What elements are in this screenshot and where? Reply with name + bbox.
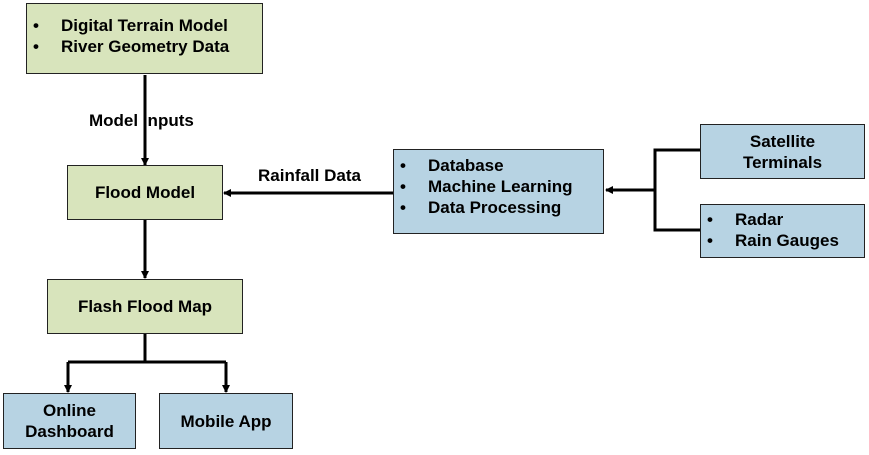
input-item-digital-terrain-model: Digital Terrain Model xyxy=(27,15,262,36)
flash-flood-map-label: Flash Flood Map xyxy=(77,297,213,316)
sensors-box: Radar Rain Gauges xyxy=(700,204,865,258)
online-dashboard-box: Online Dashboard xyxy=(3,393,136,449)
sensor-item-rain-gauges: Rain Gauges xyxy=(701,230,864,251)
flood-model-label: Flood Model xyxy=(94,183,196,202)
flash-flood-map-box: Flash Flood Map xyxy=(47,279,243,334)
processing-item-database: Database xyxy=(394,155,603,176)
model-inputs-box: Digital Terrain Model River Geometry Dat… xyxy=(26,3,263,74)
processing-item-data-processing: Data Processing xyxy=(394,197,603,218)
mobile-app-box: Mobile App xyxy=(159,393,293,449)
satellite-label-line1: Satellite xyxy=(749,131,816,151)
flood-model-box: Flood Model xyxy=(67,165,223,220)
model-inputs-label: Model Inputs xyxy=(89,111,194,130)
sources-bracket xyxy=(653,148,700,232)
satellite-label-line2: Terminals xyxy=(742,152,823,172)
processing-box: Database Machine Learning Data Processin… xyxy=(393,149,604,234)
online-dashboard-line1: Online xyxy=(43,401,96,420)
input-item-river-geometry-data: River Geometry Data xyxy=(27,36,262,57)
online-dashboard-line2: Dashboard xyxy=(25,422,114,441)
mobile-app-label: Mobile App xyxy=(180,411,272,431)
satellite-terminals-box: Satellite Terminals xyxy=(700,124,865,179)
processing-item-machine-learning: Machine Learning xyxy=(394,176,603,197)
sensor-item-radar: Radar xyxy=(701,209,864,230)
rainfall-data-label: Rainfall Data xyxy=(258,166,361,185)
